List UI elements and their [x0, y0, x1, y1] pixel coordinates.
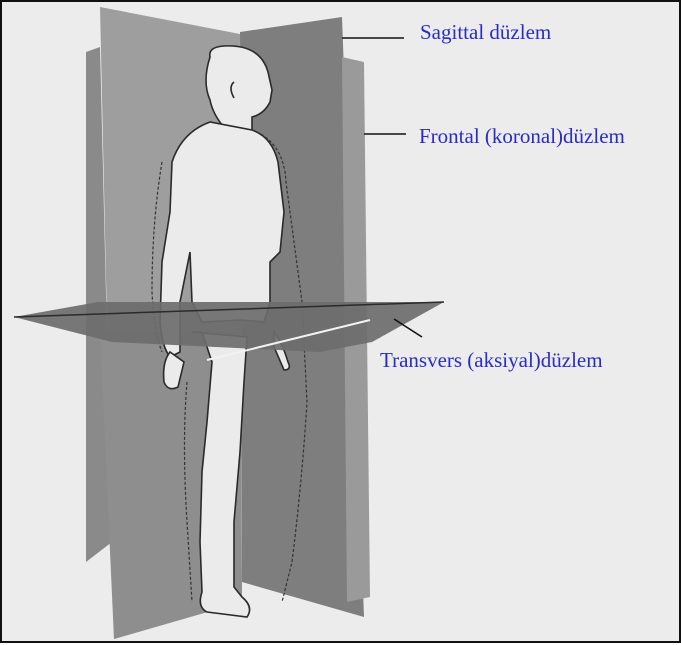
transverse-plane-label: Transvers (aksiyal)düzlem — [380, 350, 603, 371]
frontal-plane-label: Frontal (koronal)düzlem — [419, 126, 625, 147]
sagittal-plane-label: Sagittal düzlem — [420, 22, 551, 43]
